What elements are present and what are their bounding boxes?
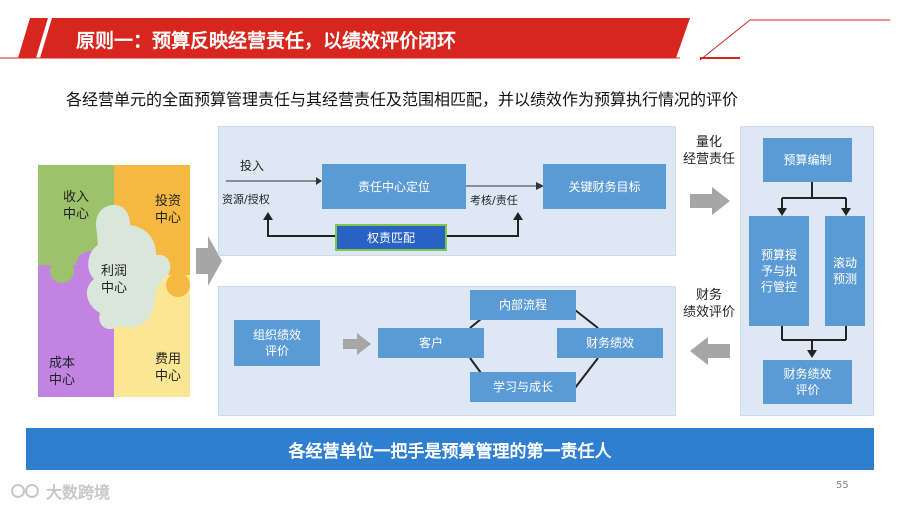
header-graphic — [0, 18, 890, 61]
key-financial-target-box: 关键财务目标 — [543, 164, 666, 209]
financial-performance-box: 财务绩效 — [557, 328, 663, 358]
financial-eval-label: 财务 绩效评价 — [682, 288, 735, 320]
finance-eval-box: 财务绩效 评价 — [763, 360, 852, 404]
logo-text: 大数跨境 — [46, 483, 111, 502]
input-label: 投入 — [240, 159, 265, 173]
customer-box: 客户 — [378, 328, 484, 358]
income-center-label: 收入 中心 — [62, 190, 89, 222]
center-positioning-box: 责任中心定位 — [322, 164, 466, 209]
input-arrow — [226, 177, 322, 185]
assess-responsibility-label: 考核/责任 — [470, 194, 518, 207]
responsibility-puzzle: 收入 中心 投资 中心 利润 中心 成本 中心 费用 中心 — [38, 165, 190, 397]
logo-icon — [11, 484, 39, 498]
center-to-kpi-arrow — [466, 182, 544, 190]
internal-process-box: 内部流程 — [470, 290, 576, 320]
match-loop-arrows — [263, 212, 523, 237]
page-number: 55 — [836, 480, 849, 491]
from-budget-arrow — [690, 337, 730, 365]
to-budget-arrow — [690, 187, 730, 215]
cost-center-label: 成本 中心 — [48, 356, 75, 388]
profit-center-label: 利润 中心 — [100, 264, 127, 296]
page-title: 原则一：预算反映经营责任，以绩效评价闭环 — [76, 30, 457, 52]
header-bar: 原则一：预算反映经营责任，以绩效评价闭环 — [0, 0, 900, 62]
budget-authorization-box: 预算授 予与执 行管控 — [749, 216, 809, 326]
org-performance-box: 组织绩效 评价 — [234, 320, 320, 366]
puzzle-to-panels-arrow — [196, 236, 222, 286]
brand-logo: 大数跨境 — [10, 479, 110, 503]
resource-auth-label: 资源/授权 — [222, 193, 270, 206]
rights-match-box: 权责匹配 — [335, 224, 447, 251]
subtitle-text: 各经营单元的全面预算管理责任与其经营责任及范围相匹配，并以绩效作为预算执行情况的… — [66, 90, 739, 109]
expense-center-label: 费用 中心 — [154, 352, 181, 384]
learning-growth-box: 学习与成长 — [470, 372, 576, 402]
budget-merge-arrows — [781, 326, 847, 358]
budget-split-arrows — [777, 182, 851, 216]
footer-bar: 各经营单位一把手是预算管理的第一责任人 — [26, 428, 874, 470]
investment-center-label: 投资 中心 — [154, 194, 181, 226]
rolling-forecast-box: 滚动 预测 — [825, 216, 865, 326]
budget-prep-box: 预算编制 — [763, 138, 852, 182]
org-to-customer-arrow — [343, 333, 371, 355]
puzzle-pieces-graphic — [38, 165, 190, 397]
quantify-responsibility-label: 量化 经营责任 — [682, 135, 735, 167]
footer-bar-text: 各经营单位一把手是预算管理的第一责任人 — [288, 441, 612, 462]
